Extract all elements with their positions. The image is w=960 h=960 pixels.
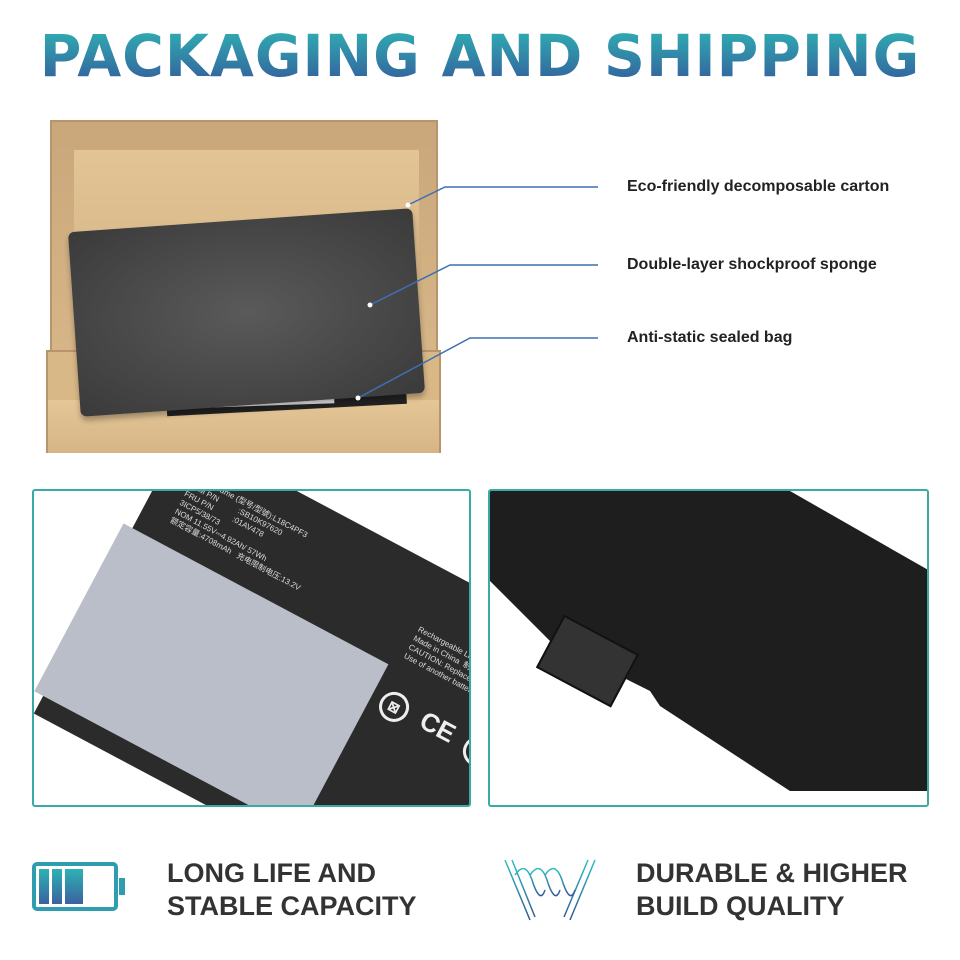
feature-line: DURABLE & HIGHER [636, 858, 908, 888]
battery-icon [32, 862, 125, 911]
callout-carton: Eco-friendly decomposable carton [627, 178, 890, 195]
battery-back-photo [488, 489, 929, 807]
feature-long-life: LONG LIFE AND STABLE CAPACITY [167, 857, 417, 923]
battery-label-photo: Model Name (型号/型號):L18C4PF3 ASM P/N :SB1… [32, 489, 471, 807]
feature-durable: DURABLE & HIGHER BUILD QUALITY [636, 857, 908, 923]
callout-sponge: Double-layer shockproof sponge [627, 256, 877, 273]
feature-line: BUILD QUALITY [636, 891, 845, 921]
certification-icon: ⊠ [373, 686, 415, 728]
callout-lines [355, 186, 598, 401]
callout-bag: Anti-static sealed bag [627, 329, 793, 346]
page-title: PACKAGING AND SHIPPING [10, 22, 951, 90]
feature-line: LONG LIFE AND [167, 858, 376, 888]
twisted-wire-icon [504, 859, 596, 921]
recycle-5-icon: 5 [457, 731, 469, 772]
feature-line: STABLE CAPACITY [167, 891, 417, 921]
carton-photo [46, 120, 441, 453]
ce-mark-icon: CE [414, 705, 461, 749]
